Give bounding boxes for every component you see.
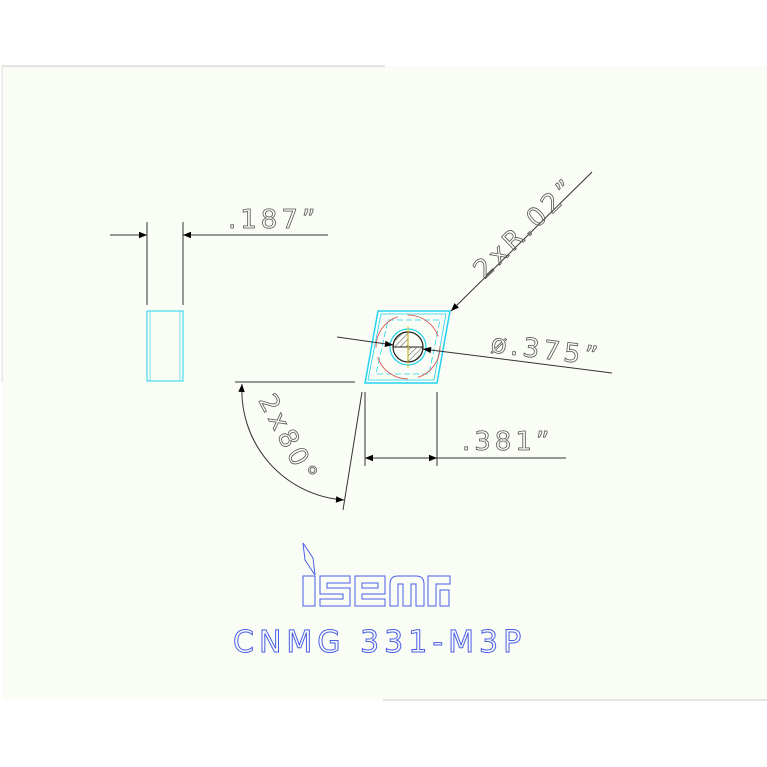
part-number: CNMG 331-M3P — [233, 625, 526, 660]
width-dimension-lines — [364, 392, 566, 466]
radius-leader — [450, 171, 593, 312]
thickness-dimension: .187” — [228, 205, 319, 235]
diameter-leader-left — [336, 336, 394, 348]
iscar-logo — [302, 542, 451, 607]
insert-top-view — [364, 310, 451, 384]
angle-dimension-lines — [235, 381, 363, 511]
side-view — [110, 222, 328, 382]
width-dimension: .381” — [462, 427, 553, 457]
diameter-leader-right — [422, 346, 613, 374]
